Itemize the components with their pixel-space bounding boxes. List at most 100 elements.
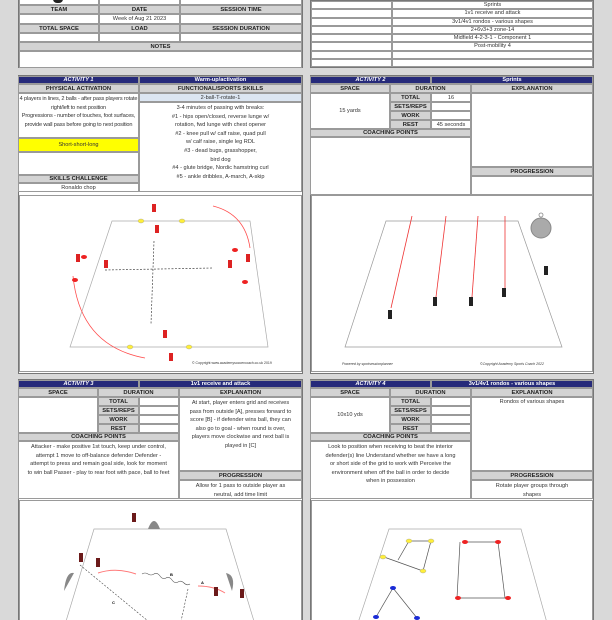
list-index-cell bbox=[311, 9, 392, 18]
coaching-points-value[interactable]: Attacker - make positive 1st touch, keep… bbox=[18, 441, 179, 499]
sets-reps-value[interactable] bbox=[139, 406, 179, 415]
activity-1-table: ACTIVITY 1 Warm-up/activation PHYSICAL A… bbox=[18, 76, 302, 194]
rest-value[interactable] bbox=[139, 424, 179, 433]
cones bbox=[72, 218, 248, 350]
total-space-value[interactable] bbox=[19, 33, 99, 42]
activity-3-table: ACTIVITY 3 1v1 receive and attack SPACE … bbox=[18, 380, 302, 499]
dribble-line bbox=[141, 572, 191, 586]
duration-label: DURATION bbox=[98, 388, 179, 397]
session-time-value[interactable] bbox=[180, 14, 302, 24]
field-outline bbox=[358, 528, 547, 620]
list-index-cell bbox=[311, 1, 392, 10]
session-duration-value[interactable] bbox=[180, 33, 302, 42]
work-value[interactable] bbox=[431, 111, 471, 120]
skills-challenge-label: SKILLS CHALLENGE bbox=[18, 175, 139, 183]
team-value[interactable] bbox=[19, 14, 99, 24]
pass-line bbox=[180, 588, 189, 620]
highlight-short-short-long: Short-short-long bbox=[18, 138, 139, 152]
space-label: SPACE bbox=[310, 84, 390, 93]
powered-by: Powered by sportsessionplanner bbox=[342, 362, 394, 366]
list-index-cell bbox=[311, 17, 392, 26]
list-item bbox=[392, 50, 593, 59]
total-label: TOTAL bbox=[390, 93, 431, 102]
total-value[interactable] bbox=[431, 397, 471, 406]
diagram-copyright: ©Copyright Academy Sports Coach 2022 bbox=[480, 362, 544, 366]
total-value[interactable] bbox=[139, 397, 179, 406]
physical-activation-text: 3-4 minutes of passing with breaks: #1 -… bbox=[139, 102, 302, 192]
blank-cell bbox=[18, 152, 139, 175]
progression-label: PROGRESSION bbox=[179, 471, 302, 480]
space-value[interactable] bbox=[18, 397, 98, 433]
explanation-label: EXPLANATION bbox=[471, 388, 593, 397]
physical-line: #4 - glute bridge, Nordic hamstring curl bbox=[172, 165, 269, 172]
list-item: Midfield 4-2-3-1 - Component 1 bbox=[392, 34, 593, 43]
total-value[interactable]: 16 bbox=[431, 93, 471, 102]
blank-cell bbox=[99, 0, 180, 5]
functional-skills-label: FUNCTIONAL/SPORTS SKILLS bbox=[139, 84, 302, 93]
diagram-copyright: © Copyright www.academysoccercoach.co.uk… bbox=[192, 361, 272, 365]
list-item bbox=[392, 58, 593, 67]
physical-line: w/ calf raise, single leg RDL bbox=[185, 139, 255, 146]
work-value[interactable] bbox=[431, 415, 471, 424]
pass-line-c bbox=[79, 564, 148, 620]
stopwatch-crown bbox=[538, 212, 544, 218]
activity-2-table: ACTIVITY 2 Sprints SPACE DURATION EXPLAN… bbox=[310, 76, 593, 195]
rotate-arrow bbox=[212, 205, 251, 249]
progression-value[interactable] bbox=[471, 176, 593, 195]
total-label: TOTAL bbox=[390, 397, 431, 406]
progression-label: PROGRESSION bbox=[471, 471, 593, 480]
load-value[interactable] bbox=[99, 33, 180, 42]
notes-value[interactable] bbox=[19, 51, 302, 68]
date-label: DATE bbox=[99, 5, 180, 14]
activity-4-title: 3v1/4v1 rondos - various shapes bbox=[431, 380, 593, 388]
list-item: Sprints bbox=[392, 1, 593, 10]
rest-label: REST bbox=[390, 120, 431, 129]
functional-line: Progressions - number of touches, foot s… bbox=[21, 113, 136, 120]
red-cones bbox=[455, 540, 511, 600]
work-label: WORK bbox=[98, 415, 139, 424]
sprint-arrows bbox=[390, 215, 506, 309]
space-value[interactable]: 15 yards bbox=[310, 93, 390, 129]
session-time-label: SESSION TIME bbox=[180, 5, 302, 14]
goal-icon bbox=[148, 521, 160, 529]
coaching-points-value[interactable] bbox=[310, 137, 471, 195]
players bbox=[79, 513, 244, 598]
activity-4-table: ACTIVITY 4 3v1/4v1 rondos - various shap… bbox=[310, 380, 593, 499]
work-value[interactable] bbox=[139, 415, 179, 424]
blue-cones bbox=[373, 586, 420, 620]
explanation-label: EXPLANATION bbox=[471, 84, 593, 93]
list-item: Post-mobility 4 bbox=[392, 42, 593, 51]
activity-4-diagram bbox=[311, 500, 593, 620]
session-list-panel: Sprints 1v1 receive and attack 3v1/4v1 r… bbox=[310, 0, 594, 68]
pass-line bbox=[150, 240, 155, 325]
sets-reps-value[interactable] bbox=[431, 102, 471, 111]
activity-1-label: ACTIVITY 1 bbox=[18, 76, 139, 84]
activity-1-title: Warm-up/activation bbox=[139, 76, 302, 84]
activity-2-title: Sprints bbox=[431, 76, 593, 84]
explanation-value[interactable] bbox=[471, 93, 593, 167]
list-item: 3v1/4v1 rondos - various shapes bbox=[392, 17, 593, 26]
date-value[interactable]: Week of Aug 21 2023 bbox=[99, 14, 180, 24]
physical-line: bird dog bbox=[210, 156, 231, 163]
explanation-value[interactable]: At start, player enters grid and receive… bbox=[179, 397, 302, 471]
duration-label: DURATION bbox=[390, 388, 471, 397]
functional-line: right/left to next position bbox=[50, 104, 106, 111]
list-index-cell bbox=[311, 42, 392, 51]
rest-value[interactable] bbox=[431, 424, 471, 433]
space-label: SPACE bbox=[18, 388, 98, 397]
sets-reps-value[interactable] bbox=[431, 406, 471, 415]
coaching-points-label: COACHING POINTS bbox=[310, 129, 471, 137]
blank-cell bbox=[180, 0, 302, 5]
coaching-points-value[interactable]: Look to position when receiving to beat … bbox=[310, 441, 471, 499]
list-index-cell bbox=[311, 34, 392, 43]
progression-value[interactable]: Allow for 1 pass to outside player as ne… bbox=[179, 480, 302, 499]
functional-skills-text: 4 players in lines, 2 balls - after pass… bbox=[18, 93, 139, 138]
space-value[interactable]: 10x10 yds bbox=[310, 397, 390, 433]
total-label: TOTAL bbox=[98, 397, 139, 406]
field-outline bbox=[69, 220, 269, 348]
sets-reps-label: SETS/REPS bbox=[390, 102, 431, 111]
work-label: WORK bbox=[390, 111, 431, 120]
explanation-value[interactable]: Rondos of various shapes bbox=[471, 397, 593, 471]
progression-value[interactable]: Rotate player groups through shapes bbox=[471, 480, 593, 499]
rest-value[interactable]: 45 seconds bbox=[431, 120, 471, 129]
